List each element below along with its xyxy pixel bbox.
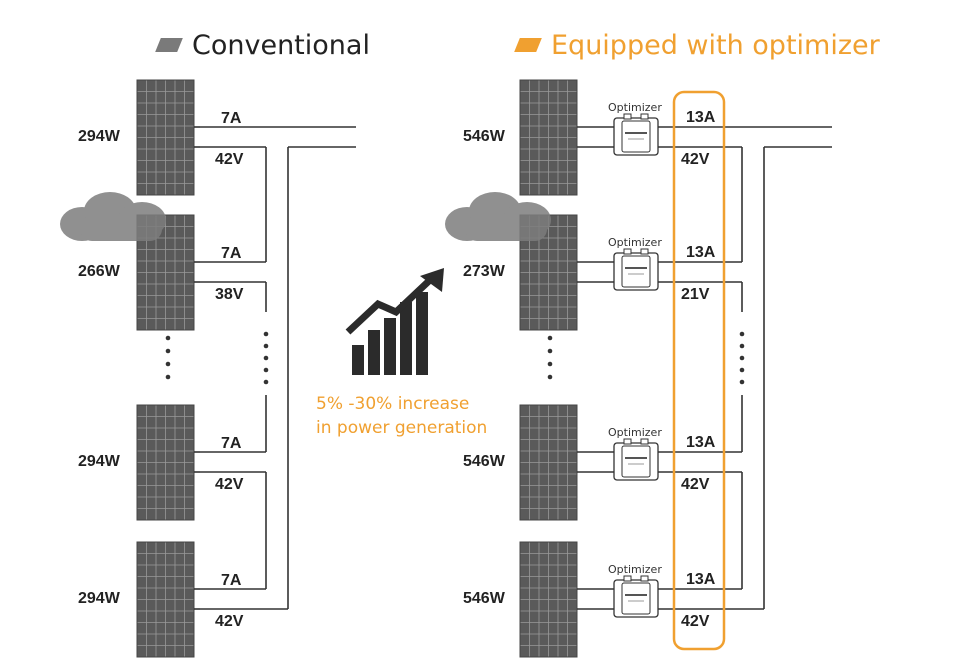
current-label: 7A (221, 572, 242, 589)
conventional-panel (136, 404, 195, 521)
panel-power-label: 546W (463, 128, 505, 145)
panel-power-label: 294W (78, 128, 120, 145)
current-label: 7A (221, 110, 242, 127)
conventional-continuation-dots (165, 335, 171, 380)
voltage-label: 42V (681, 476, 710, 493)
optimizer-label: Optimizer (608, 101, 662, 114)
voltage-label: 21V (681, 286, 710, 303)
current-label: 7A (221, 245, 242, 262)
optimizer-title: Equipped with optimizer (514, 30, 880, 61)
optimizer-panel (519, 404, 578, 521)
optimizer-chip-icon (514, 38, 542, 52)
optimizer-device-icon (613, 575, 659, 618)
voltage-label: 42V (215, 476, 244, 493)
cloud-icon (60, 192, 166, 241)
conventional-panel (136, 79, 195, 196)
voltage-label: 42V (215, 613, 244, 630)
conventional-title: Conventional (155, 30, 370, 61)
current-label: 7A (221, 435, 242, 452)
conventional-title-text: Conventional (192, 30, 370, 61)
voltage-label: 42V (215, 151, 244, 168)
optimizer-panel (519, 79, 578, 196)
conventional-panel (136, 214, 195, 331)
panel-power-label: 294W (78, 453, 120, 470)
conventional-wire-dots (263, 331, 269, 385)
panel-power-label: 546W (463, 453, 505, 470)
optimizer-highlight-frame (672, 90, 726, 651)
optimizer-device-icon (613, 113, 659, 156)
panel-power-label: 294W (78, 590, 120, 607)
increase-note-line1: 5% -30% increase (316, 394, 470, 414)
current-label: 13A (686, 571, 716, 588)
optimizer-continuation-dots (547, 335, 553, 380)
optimizer-device-icon (613, 438, 659, 481)
conventional-panel (136, 541, 195, 658)
voltage-label: 38V (215, 286, 244, 303)
voltage-label: 42V (681, 613, 710, 630)
optimizer-label: Optimizer (608, 236, 662, 249)
increase-note: 5% -30% increase in power generation (316, 392, 487, 440)
current-label: 13A (686, 434, 716, 451)
cloud-icon (445, 192, 551, 241)
increase-note-line2: in power generation (316, 418, 488, 438)
optimizer-wire-dots (739, 331, 745, 385)
growth-chart-icon (345, 268, 444, 375)
optimizer-label: Optimizer (608, 426, 662, 439)
optimizer-title-text: Equipped with optimizer (551, 30, 880, 61)
conventional-chip-icon (155, 38, 183, 52)
optimizer-device-icon (613, 248, 659, 291)
panel-power-label: 266W (78, 263, 120, 280)
optimizer-label: Optimizer (608, 563, 662, 576)
current-label: 13A (686, 244, 716, 261)
panel-power-label: 546W (463, 590, 505, 607)
optimizer-panel (519, 541, 578, 658)
current-label: 13A (686, 109, 716, 126)
panel-power-label: 273W (463, 263, 505, 280)
voltage-label: 42V (681, 151, 710, 168)
